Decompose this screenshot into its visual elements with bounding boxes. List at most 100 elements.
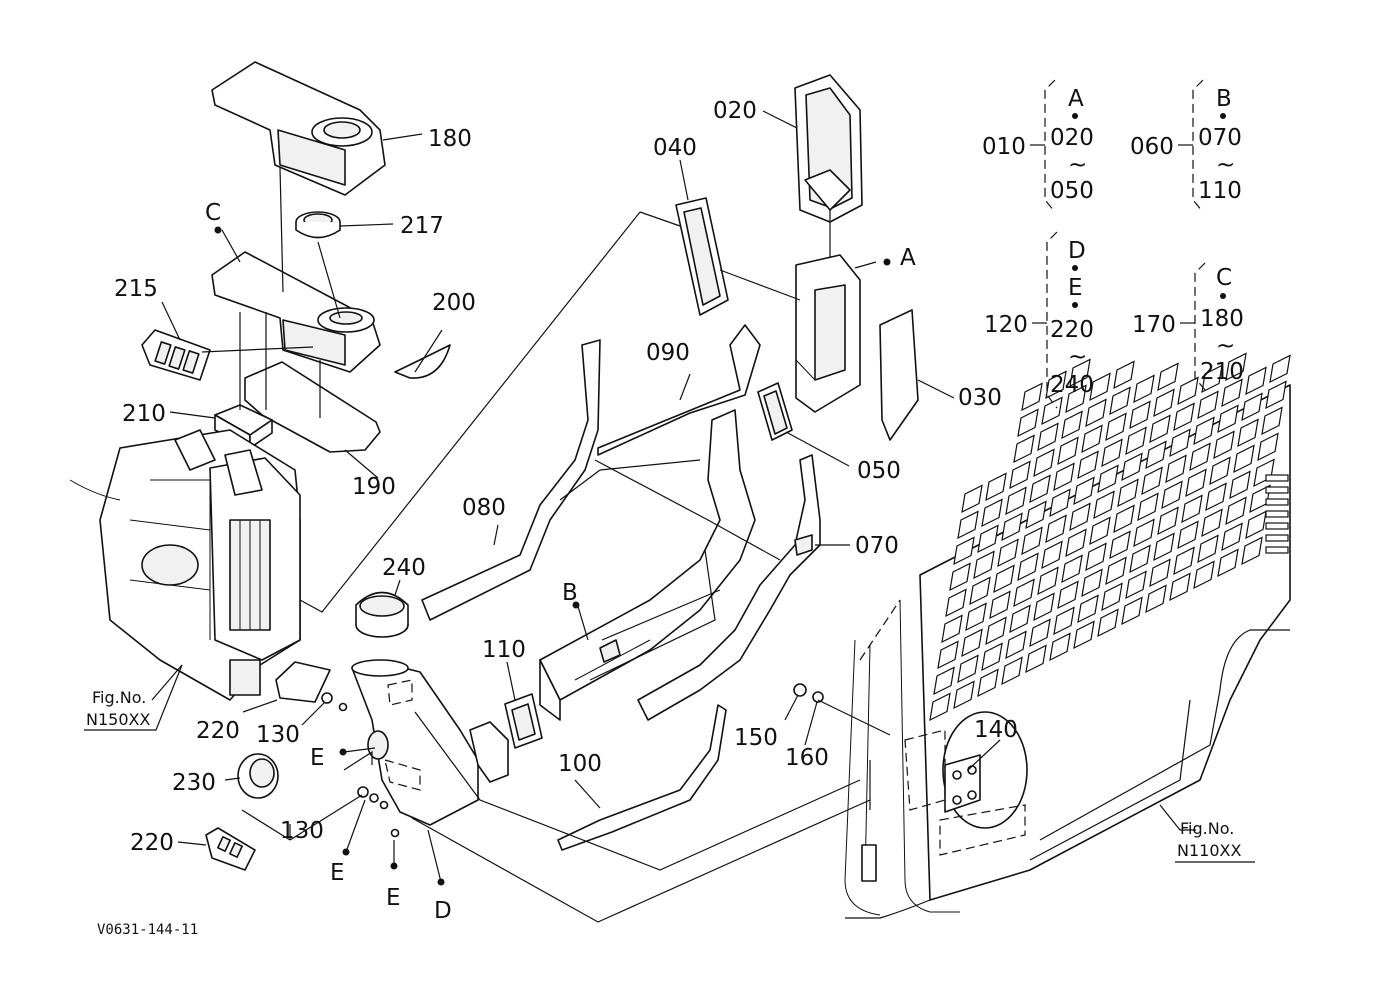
vent-grid-cell [993, 564, 1015, 594]
vent-grid-cell [1129, 400, 1151, 430]
vent-grid-cell [981, 642, 1003, 672]
vent-grid-cell [1037, 566, 1059, 596]
vent-grid-cell [1081, 424, 1103, 454]
vent-grid-cell [1149, 558, 1171, 588]
assembly-010-letter: A [1068, 86, 1084, 112]
vent-grid-cell [969, 576, 991, 606]
louver-215 [141, 329, 211, 381]
callout-210: 210 [122, 401, 166, 427]
vent-grid-cell [1025, 500, 1047, 530]
callout-130-upper: 130 [256, 722, 300, 748]
vent-grid-cell [977, 668, 999, 698]
vent-grid-cell [1137, 492, 1159, 522]
duct-020 [794, 74, 863, 223]
assembly-170-sep: ~ [1216, 333, 1235, 359]
assembly-170: 170 C 180 ~ 210 [1132, 262, 1244, 391]
louver-220-lower [205, 827, 256, 871]
duct-080 [421, 339, 601, 621]
callout-140: 140 [974, 717, 1018, 743]
vent-grid-cell [1173, 402, 1195, 432]
reference-letters: C A B E E E D [205, 200, 916, 924]
vent-grid-cell [1101, 438, 1123, 468]
vent-grid-cell [1021, 382, 1043, 412]
vent-grid-cell [1141, 466, 1163, 496]
fig-ref-left-number: N150XX [86, 710, 150, 729]
vent-grid-cell [1109, 386, 1131, 416]
vent-grid-cell [1101, 582, 1123, 612]
vent-grid-cell [981, 498, 1003, 528]
vent-grid-cell [1037, 422, 1059, 452]
assembly-060-id: 060 [1130, 134, 1174, 160]
cap-240 [355, 591, 409, 638]
vent-grid-cell [1261, 406, 1283, 436]
callout-labels: 180 217 200 215 210 190 020 040 090 080 … [114, 98, 1018, 856]
vent-grid-cell [1021, 526, 1043, 556]
callout-080: 080 [462, 495, 506, 521]
vent-grid-cell [1061, 410, 1083, 440]
assembly-060-to: 110 [1198, 178, 1242, 204]
vent-grid-cell [1209, 456, 1231, 486]
callout-190: 190 [352, 474, 396, 500]
vent-grid-cell [1053, 606, 1075, 636]
ring-230 [237, 753, 279, 799]
vent-grid-cell [1181, 494, 1203, 524]
vent-grid-cell [1049, 488, 1071, 518]
vent-grid-cell [937, 640, 959, 670]
ref-letter-B: B [562, 580, 578, 606]
vent-grid-cell [1057, 580, 1079, 610]
callout-230: 230 [172, 770, 216, 796]
vent-grid-cell [1185, 468, 1207, 498]
callout-200: 200 [432, 290, 476, 316]
vent-grid-cell [1121, 596, 1143, 626]
vent-grid-cell [1269, 354, 1291, 384]
vent-grid-cell [1033, 448, 1055, 478]
vent-grid-cell [1085, 542, 1107, 572]
vent-grid-cell [957, 654, 979, 684]
vent-grid-cell [949, 562, 971, 592]
callout-020: 020 [713, 98, 757, 124]
duct-100 [557, 704, 727, 851]
vent-grid-cell [1265, 380, 1287, 410]
vent-grid-cell [1153, 388, 1175, 418]
ref-letter-E-3: E [386, 885, 401, 911]
callout-050: 050 [857, 458, 901, 484]
gasket-110 [504, 693, 543, 749]
vent-grid-cell [1237, 418, 1259, 448]
plate-190 [244, 361, 381, 453]
assembly-120-sep: ~ [1068, 344, 1087, 370]
fig-ref-right-number: N110XX [1177, 841, 1241, 860]
vent-grid-cell [1205, 482, 1227, 512]
fig-ref-left: Fig.No. N150XX [84, 664, 183, 731]
callout-240: 240 [382, 555, 426, 581]
vent-grid-cell [1145, 584, 1167, 614]
vent-grid-cell [1001, 512, 1023, 542]
vent-grid-cell [1097, 464, 1119, 494]
fig-ref-left-title: Fig.No. [92, 688, 146, 707]
assembly-170-id: 170 [1132, 312, 1176, 338]
vent-grid-cell [1061, 554, 1083, 584]
vent-grid-cell [1129, 544, 1151, 574]
vent-grid-cell [1109, 530, 1131, 560]
vent-grid-cell [1077, 594, 1099, 624]
vent-grid-cell [1025, 644, 1047, 674]
drawing-code: V0631-144-11 [97, 922, 198, 938]
vent-grid-cell [933, 666, 955, 696]
vent-grid-cell [1065, 384, 1087, 414]
callout-030: 030 [958, 385, 1002, 411]
assembly-060-from: 070 [1198, 125, 1242, 151]
assembly-010-to: 050 [1050, 178, 1094, 204]
vent-grid-cell [1041, 540, 1063, 570]
vent-grid-cell [997, 538, 1019, 568]
vent-grid-cell [1017, 552, 1039, 582]
assembly-170-from: 180 [1200, 306, 1244, 332]
ref-letter-E-2: E [330, 860, 345, 886]
vent-grid-cell [1225, 496, 1247, 526]
vent-grid-cell [1221, 522, 1243, 552]
callout-070: 070 [855, 533, 899, 559]
callout-220-upper: 220 [196, 718, 240, 744]
vent-grid-cell [1241, 392, 1263, 422]
assembly-120: 120 D E 220 ~ 240 [984, 231, 1094, 409]
duct-070 [637, 454, 821, 721]
vent-grid-cell [1073, 476, 1095, 506]
ref-letter-A: A [900, 245, 916, 271]
